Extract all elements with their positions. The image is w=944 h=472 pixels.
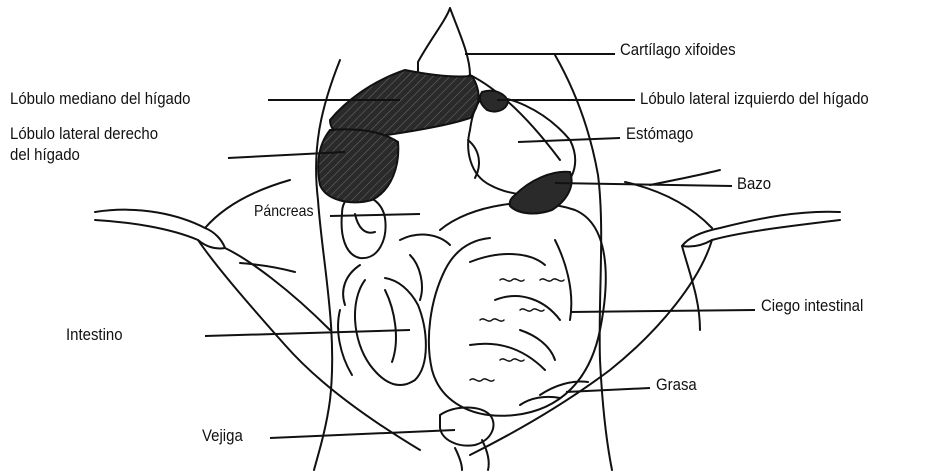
label-vejiga: Vejiga [202, 426, 243, 446]
leader-grasa [566, 388, 650, 392]
skin-flap-left [95, 210, 225, 249]
label-grasa: Grasa [656, 375, 697, 395]
liver-right-lobe [318, 129, 398, 202]
leader-vejiga [270, 430, 455, 438]
label-lobulo-lateral-derecho-line1: Lóbulo lateral derecho [10, 124, 158, 144]
label-estomago: Estómago [626, 124, 693, 144]
label-lobulo-lateral-izquierdo: Lóbulo lateral izquierdo del hígado [640, 89, 869, 109]
label-bazo: Bazo [737, 174, 771, 194]
leader-pancreas [330, 214, 420, 216]
label-cartilago-xifoides: Cartílago xifoides [620, 40, 736, 60]
label-pancreas: Páncreas [254, 202, 313, 222]
bladder [440, 408, 494, 446]
label-lobulo-lateral-derecho-line2: del hígado [10, 145, 80, 165]
cecum [429, 203, 606, 416]
leader-bazo [555, 183, 732, 186]
pancreas [342, 195, 386, 258]
skin-flap-right [682, 212, 840, 247]
leader-ciego [570, 310, 755, 312]
xiphoid-cartilage [418, 8, 470, 82]
fat [540, 382, 588, 395]
label-ciego-intestinal: Ciego intestinal [761, 296, 863, 316]
label-lobulo-mediano: Lóbulo mediano del hígado [10, 89, 191, 109]
leader-intestino [205, 330, 410, 336]
label-intestino: Intestino [66, 325, 123, 345]
liver-left-lobe [480, 91, 508, 112]
